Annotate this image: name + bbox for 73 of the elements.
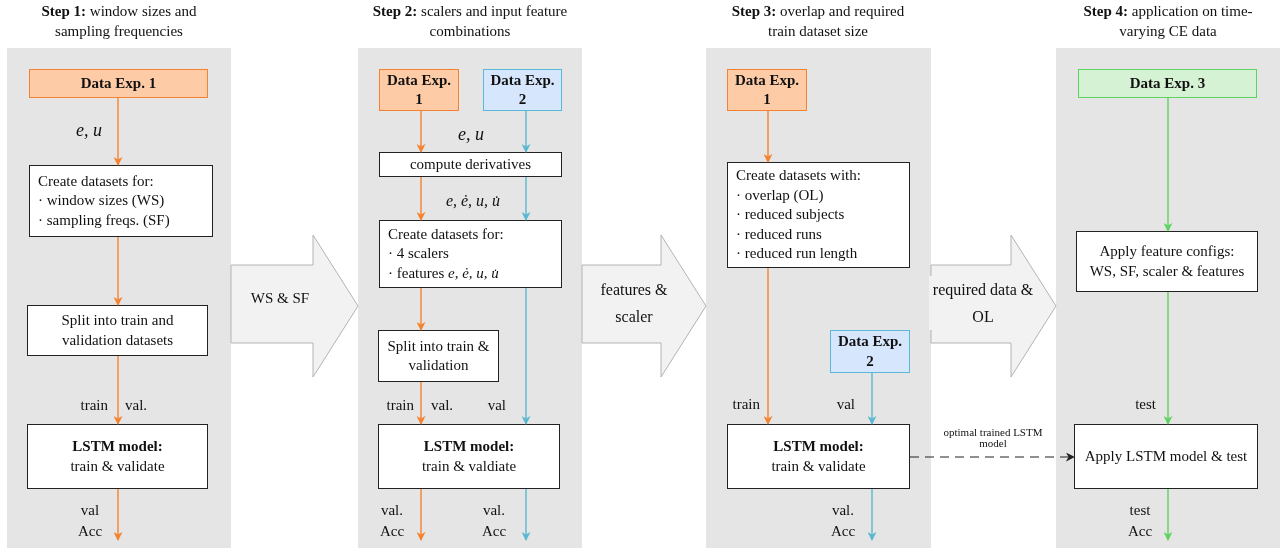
process-box — [1076, 231, 1258, 292]
node-text: Create datasets with: — [736, 166, 862, 186]
node-text: · 4 scalers — [388, 244, 450, 264]
data-box — [1078, 69, 1257, 98]
process-box — [379, 152, 562, 177]
arrow — [416, 110, 426, 153]
arrow — [113, 355, 123, 425]
arrow — [416, 488, 426, 541]
arrow — [113, 488, 123, 541]
arrow — [1163, 97, 1173, 232]
process-box — [1074, 424, 1258, 489]
process-box — [29, 165, 213, 237]
node-text: compute derivatives — [408, 154, 533, 174]
node-text: Data Exp. 1 — [733, 70, 801, 109]
node-text: train & validate — [770, 456, 867, 476]
node-text: Apply LSTM model & test — [1083, 446, 1249, 466]
node-text: WS, SF, scaler & features — [1088, 261, 1246, 281]
node-text: Data Exp. 2 — [489, 70, 556, 109]
data-box — [830, 330, 910, 373]
arrow — [521, 488, 531, 541]
model-box — [378, 424, 560, 489]
node-text: train & validate — [69, 456, 166, 476]
arrow — [113, 236, 123, 306]
node-text: Data Exp. 3 — [1128, 73, 1207, 93]
node-text: · reduced run length — [736, 244, 859, 264]
node-text: · reduced subjects — [736, 205, 846, 225]
node-text: Apply feature configs: — [1098, 242, 1236, 261]
node-text: Data Exp. 1 — [79, 73, 158, 93]
data-box — [29, 69, 208, 98]
data-box — [727, 69, 807, 111]
arrow — [521, 176, 531, 221]
model-box — [27, 424, 208, 489]
arrow — [521, 110, 531, 153]
edge-label: required data & OL — [929, 276, 1037, 331]
model-box — [727, 424, 910, 489]
panel-heading: Step 1: window sizes and sampling frequencies — [40, 2, 198, 41]
dashed-arrow — [909, 452, 1075, 462]
data-box — [483, 69, 562, 111]
node-text: LSTM model: — [772, 437, 865, 456]
node-text: Create datasets for: — [388, 224, 505, 244]
node-text: Create datasets for: — [38, 171, 155, 191]
arrow — [867, 488, 877, 541]
node-text: train & valdiate — [420, 456, 518, 476]
node-text: Split into train & validation — [386, 336, 491, 375]
arrow — [416, 287, 426, 331]
arrow — [1163, 291, 1173, 425]
panel-heading: Step 4: application on time-varying CE data — [1082, 2, 1254, 41]
edge-label: optimal trained LSTM model — [940, 427, 1046, 449]
node-text: · sampling freqs. (SF) — [38, 210, 171, 230]
node-text: · reduced runs — [736, 224, 823, 244]
process-box — [379, 220, 562, 288]
arrow — [867, 372, 877, 425]
process-box — [378, 330, 499, 382]
arrow — [416, 381, 426, 425]
arrow — [1163, 488, 1173, 541]
arrow — [763, 110, 773, 163]
node-text: · overlap (OL) — [736, 185, 825, 205]
arrow — [521, 287, 531, 425]
node-text: · features e, ė, u, u̇ — [388, 263, 500, 283]
process-box — [27, 305, 208, 356]
process-box — [727, 162, 910, 268]
arrow — [416, 176, 426, 221]
panel-heading: Step 2: scalers and input feature combinations — [372, 2, 568, 41]
arrow — [763, 267, 773, 425]
panel-heading: Step 3: overlap and required train dataset size — [730, 2, 906, 41]
data-box — [379, 69, 459, 111]
node-text: Data Exp. 2 — [836, 332, 904, 371]
arrow — [113, 97, 123, 166]
node-text: Data Exp. 1 — [385, 70, 453, 109]
node-text: LSTM model: — [71, 437, 164, 456]
node-text: LSTM model: — [422, 437, 516, 456]
node-text: · window sizes (WS) — [38, 191, 166, 211]
node-text: Split into train and validation datasets — [60, 311, 175, 350]
